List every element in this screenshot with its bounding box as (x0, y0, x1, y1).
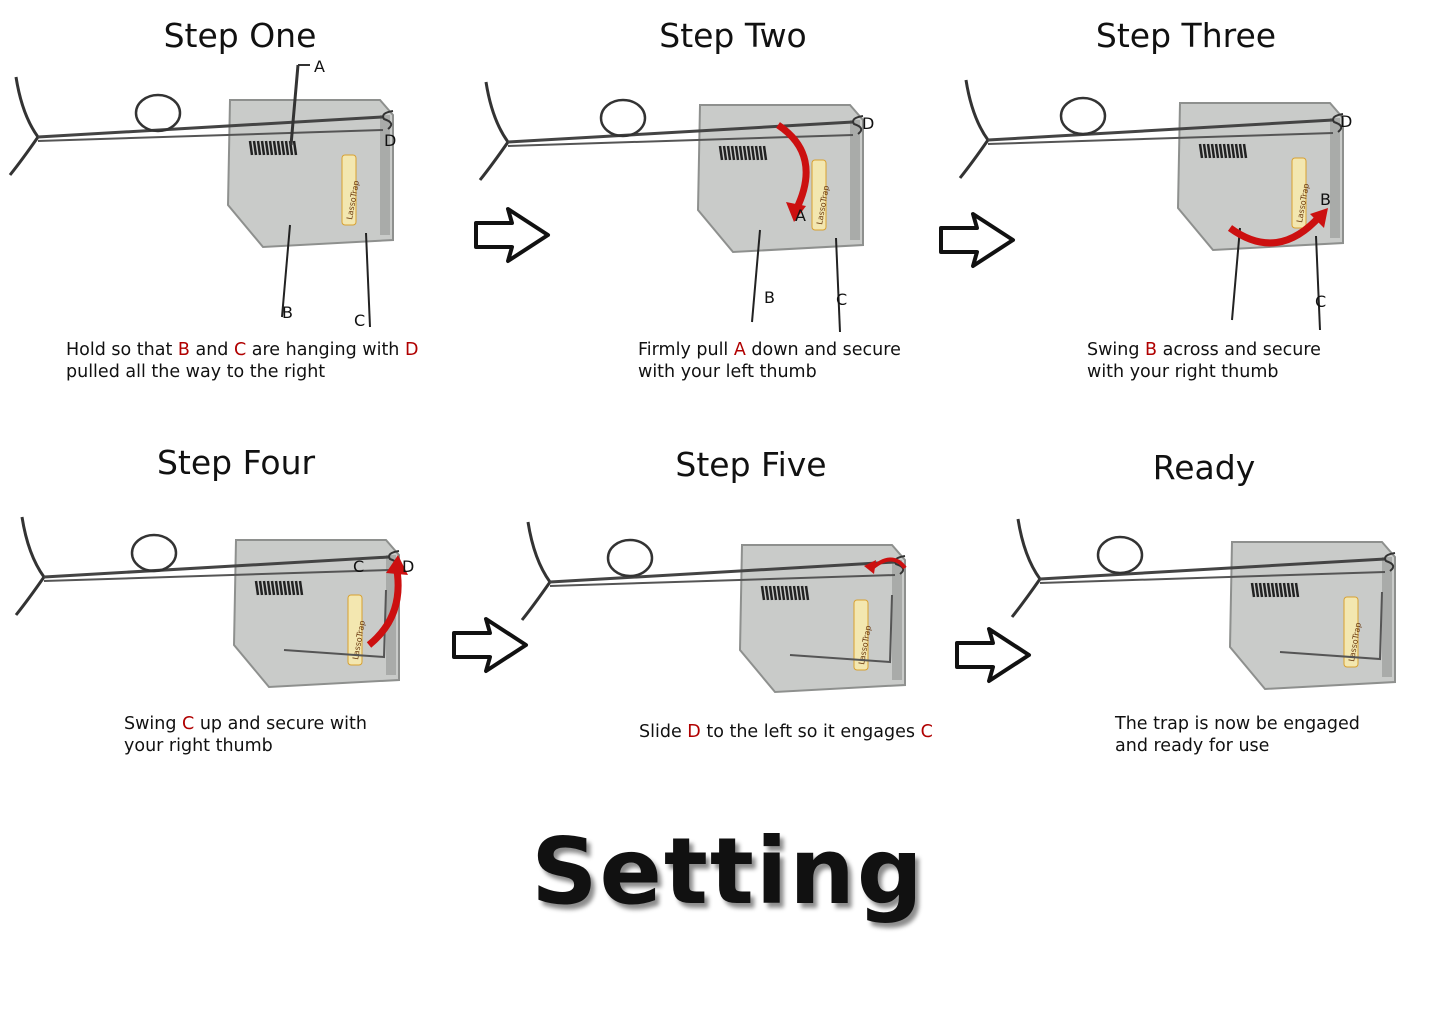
caption-text: your right thumb (124, 736, 273, 756)
caption-text: up and secure with (194, 714, 367, 734)
step-five-caption: Slide D to the left so it engages C (639, 721, 933, 743)
trap-spring (1250, 582, 1300, 598)
label-c: C (1315, 292, 1327, 311)
caption-letter: A (733, 340, 746, 360)
caption-text: are hanging with (246, 340, 405, 360)
trap-ring (599, 98, 647, 138)
next-arrow-icon (474, 207, 550, 263)
caption-text: pulled all the way to the right (66, 362, 326, 382)
next-arrow-icon (955, 627, 1031, 683)
trap-hook (8, 76, 40, 176)
caption-text: and ready for use (1115, 736, 1270, 756)
label-a: A (795, 206, 806, 225)
trap-spring (760, 585, 810, 601)
caption-text: Firmly pull (638, 340, 734, 360)
step-one-caption: Hold so that B and C are hanging with D … (66, 339, 418, 383)
label-d: D (402, 557, 415, 576)
trap-spring (1198, 143, 1248, 159)
trap-hook (520, 521, 552, 621)
caption-letter: C (920, 722, 933, 742)
label-c: C (354, 311, 366, 330)
label-d: D (384, 131, 397, 150)
trap-ring (606, 538, 654, 578)
label-b: B (282, 303, 293, 322)
trap-ring (134, 93, 182, 133)
caption-text: down and secure (745, 340, 901, 360)
caption-text: to the left so it engages (700, 722, 921, 742)
caption-text: across and secure (1157, 340, 1321, 360)
step-five-title: Step Five (675, 445, 827, 484)
step-three-trap-image: LassoTrap D B C (958, 58, 1378, 338)
caption-text: The trap is now be engaged (1115, 714, 1360, 734)
caption-letter: B (177, 340, 190, 360)
caption-text: with your left thumb (638, 362, 817, 382)
trap-hook (14, 516, 46, 616)
step-two-title: Step Two (659, 16, 807, 55)
trap-spring (248, 140, 298, 156)
step-three-caption: Swing B across and secure with your righ… (1087, 339, 1321, 383)
setting-title: Setting (531, 818, 925, 925)
next-arrow-icon (452, 617, 528, 673)
caption-letter: D (404, 340, 419, 360)
step-four-caption: Swing C up and secure with your right th… (124, 713, 367, 757)
red-arrow (775, 122, 810, 212)
trap-hook (478, 81, 510, 181)
label-d: D (1340, 112, 1353, 131)
trap-spring (718, 145, 768, 161)
caption-letter: D (687, 722, 701, 742)
step-four-title: Step Four (156, 443, 316, 482)
caption-letter: C (233, 340, 247, 360)
red-arrow (1227, 213, 1323, 247)
trap-ring (1096, 535, 1144, 575)
label-a: A (314, 57, 325, 76)
trap-ring (1059, 96, 1107, 136)
step-five-trap-image: LassoTrap (520, 500, 940, 780)
ready-trap-image: LassoTrap (1010, 497, 1430, 777)
caption-text: Hold so that (66, 340, 178, 360)
caption-text: Swing (124, 714, 183, 734)
label-c: C (836, 290, 848, 309)
trap-hook (958, 79, 990, 179)
step-one-title: Step One (163, 16, 317, 55)
trap-spring (254, 580, 304, 596)
step-two-trap-image: LassoTrap A D B C (478, 60, 898, 340)
trap-ring (130, 533, 178, 573)
label-d: D (862, 114, 875, 133)
trap-hook (1010, 518, 1042, 618)
caption-text: Swing (1087, 340, 1146, 360)
caption-letter: B (1145, 340, 1158, 360)
caption-letter: C (182, 714, 195, 734)
step-three-title: Step Three (1095, 16, 1277, 55)
label-c: C (353, 557, 365, 576)
red-arrow (366, 564, 402, 648)
label-b: B (1320, 190, 1331, 209)
next-arrow-icon (939, 212, 1015, 268)
caption-text: Slide (639, 722, 688, 742)
step-two-caption: Firmly pull A down and secure with your … (638, 339, 901, 383)
caption-text: with your right thumb (1087, 362, 1279, 382)
step-one-trap-image: LassoTrap A D B C (8, 55, 428, 335)
caption-text: and (189, 340, 234, 360)
ready-caption: The trap is now be engaged and ready for… (1115, 713, 1360, 757)
ready-title: Ready (1152, 448, 1256, 487)
label-b: B (764, 288, 775, 307)
step-four-trap-image: LassoTrap C D (14, 495, 434, 775)
